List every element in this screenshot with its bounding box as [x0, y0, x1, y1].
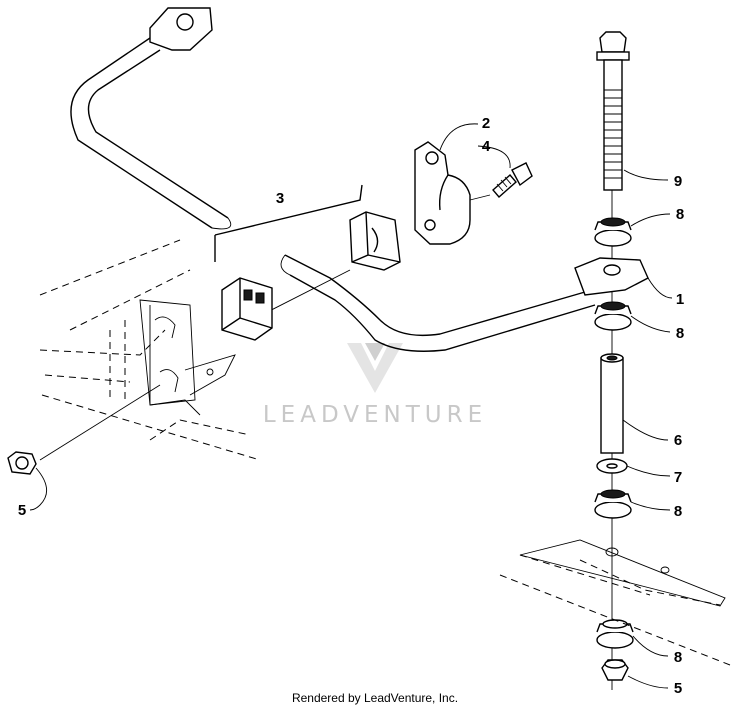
callouts: 2 4 3 9 8 1 8 6 7 8 8 5 5: [18, 115, 684, 697]
leader-lines: [29, 123, 673, 689]
callout-7: 7: [674, 469, 682, 486]
watermark-logo-icon: [347, 343, 403, 393]
assembly-lines: [39, 60, 613, 690]
clamp-item-2: [414, 141, 471, 245]
callout-6: 6: [674, 432, 682, 449]
callout-8-c: 8: [674, 503, 682, 520]
callout-8-b: 8: [676, 325, 684, 342]
callout-4: 4: [482, 138, 491, 155]
callout-1: 1: [676, 291, 684, 308]
callout-3: 3: [276, 190, 284, 207]
bolt-item-4: [492, 162, 533, 198]
bushing-item-3: [214, 184, 401, 341]
long-bolt-item-9: [596, 31, 630, 191]
callout-8-d: 8: [674, 649, 682, 666]
mounting-plate: [499, 539, 731, 666]
spacer-item-6: [600, 353, 624, 454]
upper-bar-segment: [70, 7, 232, 230]
washer-item-7: [596, 458, 628, 474]
stabilizer-bar-item-1: [280, 254, 649, 352]
watermark-text: LEADVENTURE: [263, 402, 487, 428]
callout-2: 2: [482, 115, 490, 132]
watermark: LEADVENTURE: [263, 343, 487, 428]
frame-outline: [39, 239, 261, 461]
callout-9: 9: [674, 173, 682, 190]
callout-5-a: 5: [18, 502, 26, 519]
callout-8-a: 8: [676, 206, 684, 223]
grommets-item-8: [594, 217, 634, 649]
callout-5-b: 5: [674, 680, 682, 697]
footer-rendered-by: Rendered by LeadVenture, Inc.: [291, 691, 459, 705]
nuts-item-5: [7, 451, 629, 681]
